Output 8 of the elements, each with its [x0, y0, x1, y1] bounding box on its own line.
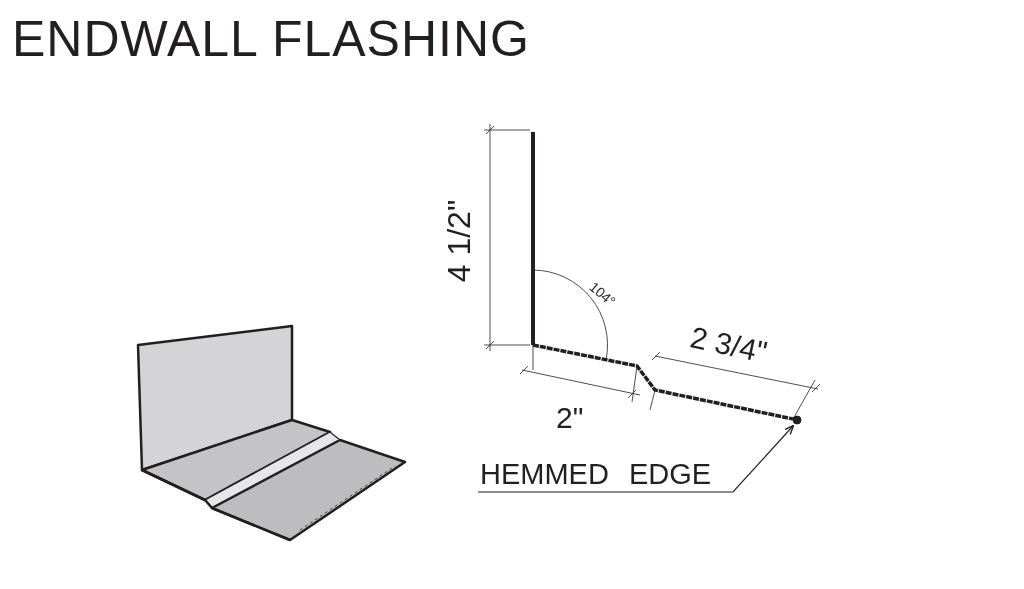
angle-label: 104° [586, 279, 619, 309]
title: ENDWALL FLASHING [12, 14, 530, 64]
dimension-label: 2 3/4" [687, 322, 770, 368]
callout-text: HEMMED EDGE [480, 460, 712, 492]
leader-line [477, 424, 795, 493]
dimension-label: 4 1/2" [443, 199, 476, 283]
hemmed-edge [792, 415, 802, 425]
dimension-label: 2" [556, 403, 584, 433]
